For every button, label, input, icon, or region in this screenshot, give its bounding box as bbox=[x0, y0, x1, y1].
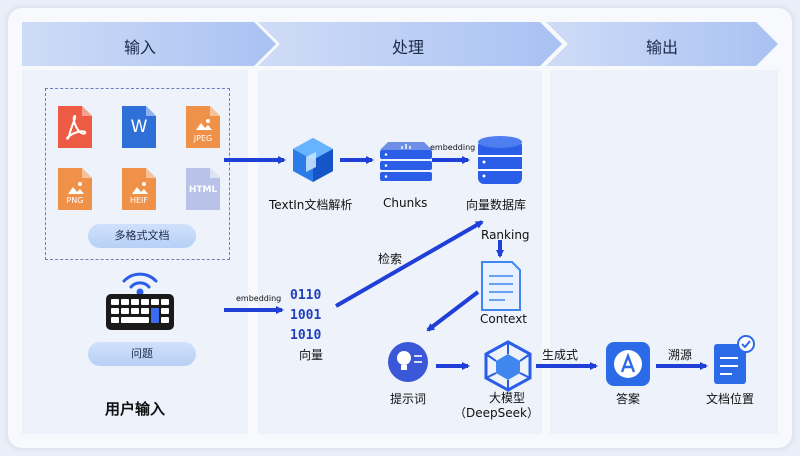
word-icon: W bbox=[122, 106, 156, 148]
vector-binary: 0110 1001 1010 bbox=[290, 286, 321, 346]
search-label: 检索 bbox=[378, 252, 403, 266]
trace-label: 溯源 bbox=[668, 348, 693, 362]
prompt-label: 提示词 bbox=[390, 392, 427, 406]
doc-position-label: 文档位置 bbox=[706, 392, 755, 406]
textin-label: TextIn文档解析 bbox=[269, 198, 353, 212]
pdf-icon bbox=[58, 106, 92, 148]
stage-chevron-process bbox=[258, 22, 562, 66]
context-label: Context bbox=[480, 312, 528, 326]
user-input-label: 用户输入 bbox=[105, 400, 166, 418]
binary-row: 1010 bbox=[290, 328, 322, 343]
stage-chevron-input bbox=[22, 22, 276, 66]
vector-label: 向量 bbox=[299, 348, 324, 362]
binary-row: 0110 bbox=[290, 288, 322, 303]
question-pill: 问题 bbox=[88, 342, 196, 366]
ranking-label: Ranking bbox=[481, 228, 530, 242]
png-icon: PNG bbox=[58, 168, 92, 210]
multi-format-doc-pill: 多格式文档 bbox=[88, 224, 196, 248]
html-icon: HTML bbox=[186, 168, 220, 210]
stage-label-input: 输入 bbox=[123, 38, 156, 57]
stage-label-output: 输出 bbox=[645, 38, 678, 57]
stage-chevron-output bbox=[546, 22, 778, 66]
generate-label: 生成式 bbox=[542, 348, 579, 362]
embedding-label-process: embedding bbox=[430, 143, 476, 152]
vector-db-label: 向量数据库 bbox=[466, 198, 527, 212]
binary-row: 1001 bbox=[290, 308, 322, 323]
heif-icon: HEIF bbox=[122, 168, 156, 210]
document-group bbox=[45, 88, 230, 260]
llm-sub-label: （DeepSeek） bbox=[454, 406, 539, 420]
jpeg-icon: JPEG bbox=[186, 106, 220, 148]
embedding-label-input: embedding bbox=[236, 294, 282, 303]
stage-label-process: 处理 bbox=[391, 38, 424, 57]
answer-label: 答案 bbox=[616, 392, 641, 406]
llm-label: 大模型 bbox=[489, 391, 526, 405]
chunks-label: Chunks bbox=[383, 196, 428, 210]
